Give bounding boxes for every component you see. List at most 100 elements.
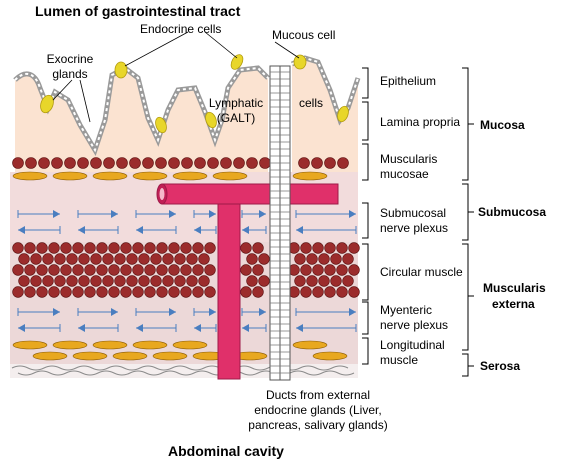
exocrine-cell xyxy=(205,111,217,129)
nerve-arrow xyxy=(169,210,176,218)
muscle-fiber xyxy=(252,242,264,254)
muscle-fiber xyxy=(116,157,128,169)
muscle-ellipse xyxy=(52,171,88,181)
muscle-fiber xyxy=(324,242,336,254)
muscle-fiber xyxy=(138,275,150,287)
callout-line xyxy=(274,41,300,59)
muscle-fiber xyxy=(144,242,156,254)
nerve-arrow xyxy=(18,324,25,332)
muscularis-mucosae-label-2: mucosae xyxy=(380,167,429,181)
abdominal-cavity-label: Abdominal cavity xyxy=(168,443,284,459)
muscle-fiber xyxy=(108,264,120,276)
muscle-fiber xyxy=(174,253,186,265)
muscle-fiber xyxy=(12,286,24,298)
myenteric-plexus-label-1: Myenteric xyxy=(380,303,433,317)
bracket-mucosa xyxy=(462,67,474,181)
bracket-longitudinal xyxy=(362,337,369,365)
callout-line xyxy=(79,79,91,123)
muscle-fiber xyxy=(204,264,216,276)
muscle-fiber xyxy=(42,275,54,287)
muscle-fiber xyxy=(90,253,102,265)
muscle-fiber xyxy=(156,264,168,276)
muscle-fiber xyxy=(108,286,120,298)
muscle-fiber xyxy=(198,253,210,265)
muscle-fiber xyxy=(240,264,252,276)
submucosa-label: Submucosa xyxy=(478,205,547,219)
nerve-arrow xyxy=(259,210,266,218)
muscle-fiber xyxy=(114,253,126,265)
mucosa-label: Mucosa xyxy=(480,118,525,132)
mucosa-region-right xyxy=(292,58,358,172)
exocrine-cell xyxy=(155,116,167,134)
muscle-fiber xyxy=(168,242,180,254)
muscle-fiber xyxy=(64,157,76,169)
muscle-fiber xyxy=(348,264,360,276)
bracket-serosa xyxy=(462,353,474,377)
muscle-fiber xyxy=(192,242,204,254)
vessel-vertical xyxy=(217,203,241,380)
nerve-arrow xyxy=(296,324,303,332)
muscle-fiber xyxy=(132,242,144,254)
muscle-fiber xyxy=(48,264,60,276)
epithelium-layer-inner xyxy=(14,66,269,153)
lymphatic-label-2: (GALT) xyxy=(216,111,256,125)
blood-vessel xyxy=(156,183,339,380)
muscle-fiber xyxy=(54,275,66,287)
muscle-fiber xyxy=(54,253,66,265)
muscle-fiber xyxy=(342,253,354,265)
muscle-fiber xyxy=(24,264,36,276)
submucosal-nerve-plexus-art xyxy=(17,210,357,234)
muscle-fiber xyxy=(108,242,120,254)
muscle-fiber xyxy=(240,286,252,298)
muscle-fiber xyxy=(259,157,271,169)
nerve-arrow xyxy=(78,226,85,234)
muscle-fiber xyxy=(318,275,330,287)
muscle-fiber xyxy=(38,157,50,169)
muscle-ellipse xyxy=(92,171,128,181)
muscle-fiber xyxy=(162,253,174,265)
nerve-arrow xyxy=(78,324,85,332)
longitudinal-muscle-fibers xyxy=(12,340,348,361)
nerve-arrow xyxy=(18,226,25,234)
muscle-fiber xyxy=(220,157,232,169)
muscle-fiber xyxy=(258,253,270,265)
nerve-arrow xyxy=(349,308,356,316)
muscle-fiber xyxy=(300,264,312,276)
muscle-fiber xyxy=(336,242,348,254)
nerve-arrow xyxy=(136,226,143,234)
nerve-arrow xyxy=(349,210,356,218)
mucous-cell-label: Mucous cell xyxy=(272,28,336,42)
muscle-fiber xyxy=(132,264,144,276)
muscle-fiber xyxy=(18,253,30,265)
cells-label: cells xyxy=(299,96,324,110)
muscle-fiber xyxy=(180,242,192,254)
muscle-fiber xyxy=(252,264,264,276)
muscle-fiber xyxy=(168,157,180,169)
nerve-arrow xyxy=(259,308,266,316)
muscle-fiber xyxy=(84,264,96,276)
muscle-ellipse xyxy=(32,351,68,361)
muscle-fiber xyxy=(192,264,204,276)
muscle-fiber xyxy=(12,157,24,169)
muscle-fiber xyxy=(103,157,115,169)
muscle-ellipse xyxy=(292,171,328,181)
bracket-circular xyxy=(362,243,369,301)
nerve-arrow xyxy=(111,308,118,316)
serosa-fibers xyxy=(11,365,355,376)
muscle-fiber xyxy=(181,157,193,169)
muscle-ellipse xyxy=(132,171,168,181)
muscle-fiber xyxy=(51,157,63,169)
muscle-fiber xyxy=(312,286,324,298)
muscle-fiber xyxy=(150,253,162,265)
muscle-fiber xyxy=(168,264,180,276)
nerve-arrow xyxy=(111,210,118,218)
nerve-arrow xyxy=(136,324,143,332)
muscle-fiber xyxy=(162,275,174,287)
vessel-horizontal xyxy=(161,183,339,205)
external-duct xyxy=(269,65,291,381)
muscle-fiber xyxy=(324,264,336,276)
muscle-fiber xyxy=(156,242,168,254)
muscle-fiber xyxy=(25,157,37,169)
muscle-ellipse xyxy=(172,171,208,181)
nerve-arrow xyxy=(194,324,201,332)
